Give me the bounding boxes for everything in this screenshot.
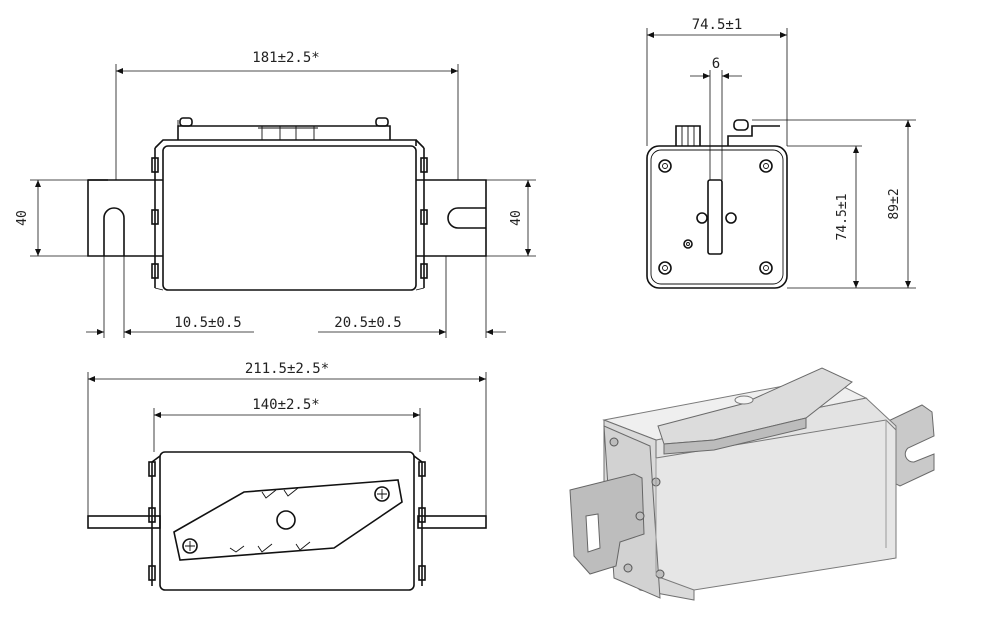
fuse-3d-render <box>569 367 935 601</box>
dim-side-slot-left: 10.5±0.5 <box>174 315 241 331</box>
dim-end-overall-height: 89±2 <box>887 188 902 219</box>
dim-side-slot-right: 20.5±0.5 <box>334 315 401 331</box>
dim-bottom-body: 140±2.5* <box>252 397 319 413</box>
dim-side-height-right: 40 <box>509 210 524 226</box>
dim-end-width: 74.5±1 <box>692 17 743 33</box>
end-view: 74.5±1 6 74.5±1 89±2 <box>646 17 916 289</box>
bottom-view: 211.5±2.5* 140±2.5* <box>87 361 487 591</box>
dim-end-blade: 6 <box>712 56 720 72</box>
dim-bottom-overall: 211.5±2.5* <box>245 361 329 377</box>
dim-side-length: 181±2.5* <box>252 50 319 66</box>
side-view: 181±2.5* 40 40 10.5±0.5 20.5±0.5 <box>15 50 536 338</box>
dim-end-height: 74.5±1 <box>835 194 850 241</box>
dim-side-height-left: 40 <box>15 210 30 226</box>
